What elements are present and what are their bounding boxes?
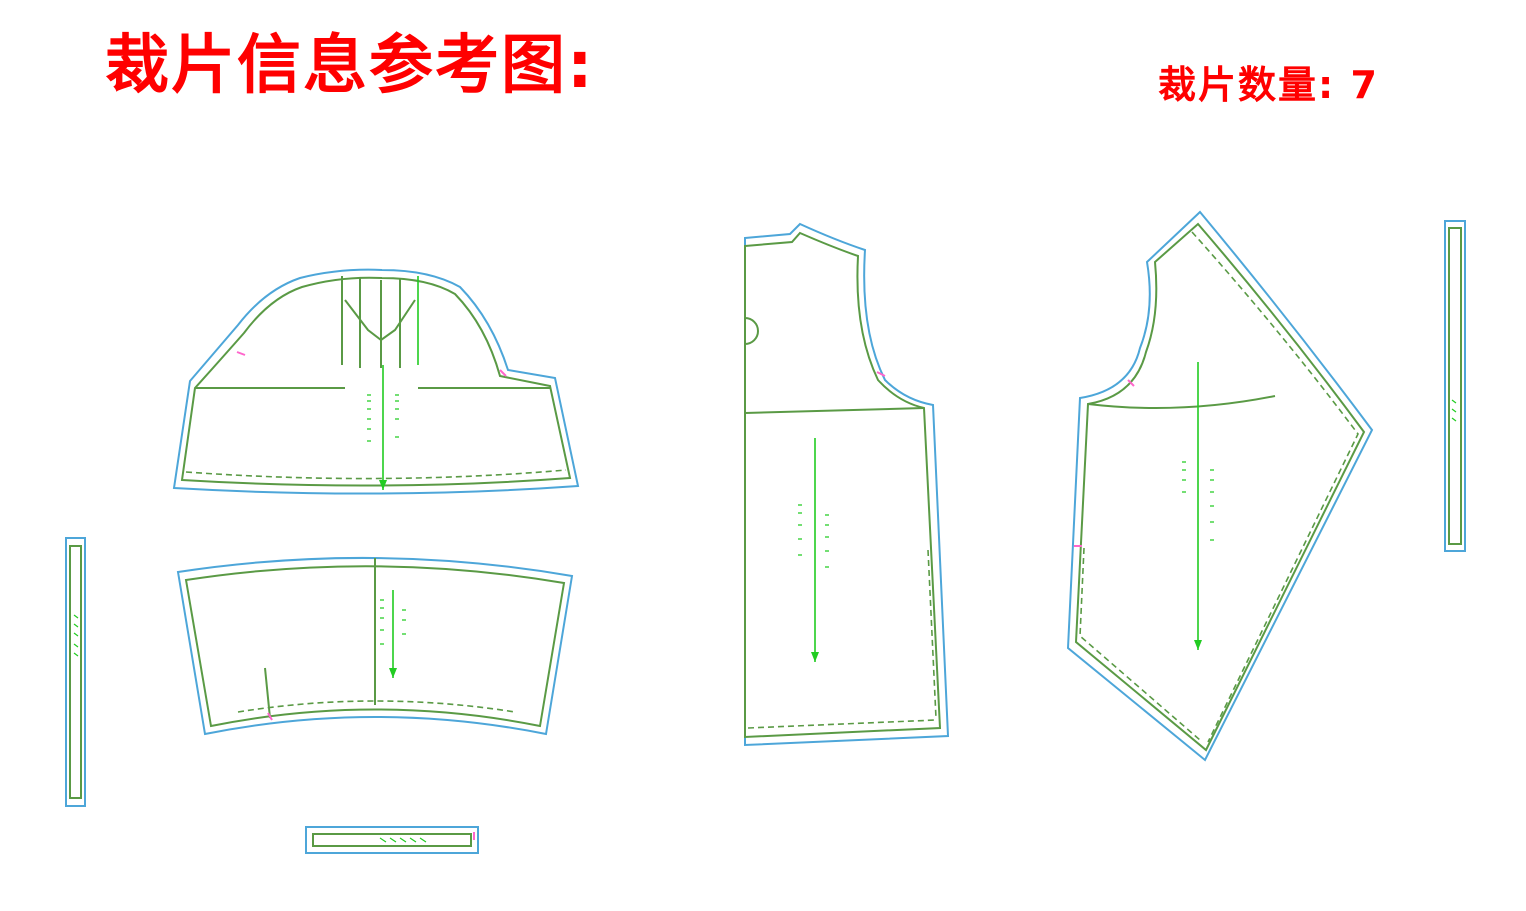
grain-arrow-icon — [379, 480, 387, 490]
front-panel-button-notch — [744, 317, 759, 345]
strip-right-sew-line — [1448, 227, 1462, 545]
yoke-cut-line — [172, 268, 580, 495]
grain-arrow-icon — [389, 668, 397, 678]
front-panel-side-dash — [927, 549, 937, 719]
yoke-notch-left — [236, 351, 246, 356]
yoke-hem-dash — [185, 469, 567, 480]
front-panel-sew-line — [744, 231, 942, 739]
sleeve-inner-dash — [1079, 547, 1201, 741]
strip-left-cut-line — [65, 537, 86, 807]
strip-right-cut-line — [1444, 220, 1466, 552]
skirt-band-label-marks — [380, 599, 406, 645]
sleeve-notch-upper — [1127, 379, 1135, 387]
strip-bottom-cut-line — [305, 826, 479, 854]
strip-bottom-sew-line — [312, 833, 472, 847]
front-panel-notch — [876, 371, 886, 377]
front-panel-hem-dash — [747, 719, 937, 729]
pattern-piece-strip-left — [65, 537, 86, 807]
skirt-band-gather-dash — [237, 700, 516, 713]
sleeve-label-marks — [1182, 461, 1214, 541]
front-panel-label-marks — [798, 504, 829, 568]
front-panel-waist-line — [744, 407, 925, 414]
skirt-band-sew-line — [184, 565, 566, 728]
pattern-piece-front-panel — [744, 222, 950, 747]
pattern-piece-yoke — [172, 268, 580, 495]
yoke-sew-line — [180, 276, 572, 487]
piece-count-label: 裁片数量: — [1158, 63, 1351, 107]
skirt-band-side-line — [264, 667, 271, 719]
sleeve-outer-dash — [1191, 231, 1359, 743]
pattern-piece-sleeve — [1066, 210, 1374, 762]
page-title-text: 裁片信息参考图: — [105, 29, 595, 103]
yoke-label-marks — [367, 394, 399, 442]
skirt-band-cut-line — [176, 556, 574, 736]
yoke-dart — [344, 299, 416, 342]
strip-right-label-marks — [1451, 399, 1457, 422]
strip-bottom-label-marks — [379, 837, 427, 843]
strip-left-sew-line — [69, 545, 82, 799]
pattern-piece-strip-right — [1444, 220, 1466, 552]
sleeve-bicep-line — [1087, 395, 1276, 410]
front-panel-cut-line — [744, 222, 950, 747]
skirt-band-notch — [267, 712, 273, 721]
grain-arrow-icon — [1194, 640, 1202, 650]
piece-count-value: 7 — [1350, 63, 1379, 107]
page-title: 裁片信息参考图: — [105, 34, 595, 98]
grain-arrow-icon — [811, 652, 819, 662]
sleeve-sew-line — [1074, 222, 1366, 752]
pattern-piece-skirt-band — [176, 556, 574, 736]
strip-left-label-marks — [73, 614, 79, 657]
piece-count: 裁片数量: 7 — [1158, 66, 1379, 104]
yoke-notch-right — [499, 369, 507, 377]
pattern-piece-strip-bottom — [305, 826, 479, 854]
sleeve-cut-line — [1066, 210, 1374, 762]
